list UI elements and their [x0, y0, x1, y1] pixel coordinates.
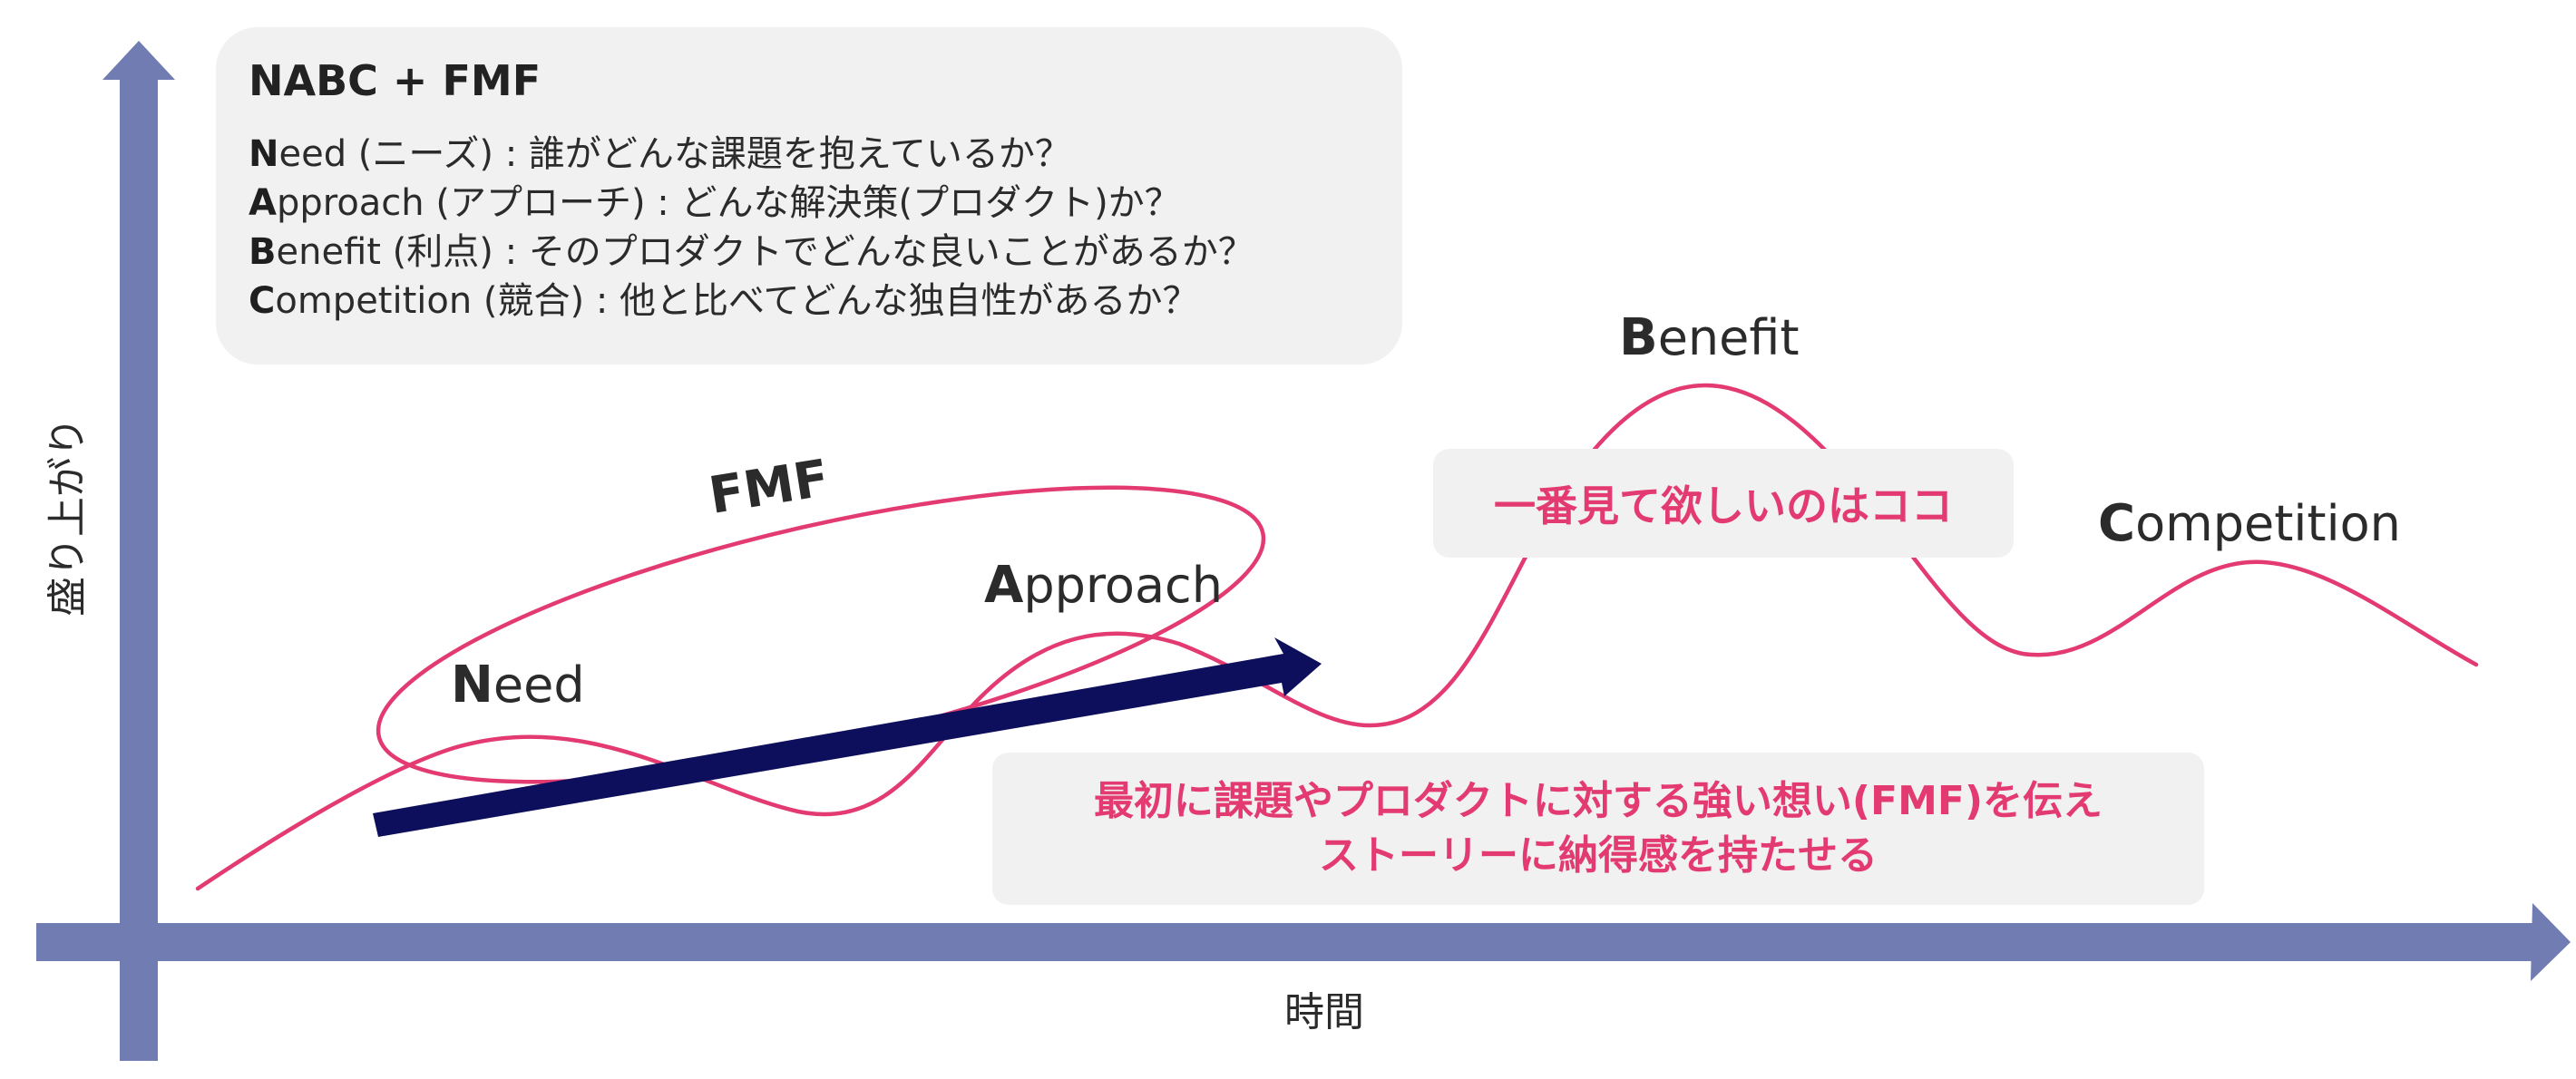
- summary-initial-need: N: [249, 133, 279, 176]
- stage-initial-approach: A: [984, 556, 1024, 615]
- fmf-callout: 最初に課題やプロダクトに対する強い想い(FMF)を伝え ストーリーに納得感を持た…: [992, 753, 2204, 905]
- stage-text-benefit: enefit: [1657, 309, 1800, 366]
- stage-text-competition: ompetition: [2135, 495, 2401, 552]
- y-axis-label: 盛り上がり: [27, 381, 100, 653]
- fmf-callout-line-1: 最初に課題やプロダクトに対する強い想い(FMF)を伝え: [1093, 778, 2103, 824]
- passion-arrow: [373, 637, 1322, 837]
- stage-label-competition: Competition: [2098, 499, 2401, 549]
- fmf-callout-line-2: ストーリーに納得感を持たせる: [1319, 832, 1878, 879]
- stage-label-approach: Approach: [984, 560, 1223, 611]
- summary-text-approach: pproach (アプローチ) : どんな解決策(プロダクト)か？: [276, 182, 1181, 225]
- summary-initial-approach: A: [249, 182, 277, 225]
- summary-line-need: Need (ニーズ) : 誰がどんな課題を抱えているか？: [249, 130, 1370, 179]
- summary-initial-benefit: B: [249, 231, 277, 274]
- stage-text-approach: pproach: [1023, 557, 1223, 614]
- summary-text-need: eed (ニーズ) : 誰がどんな課題を抱えているか？: [278, 133, 1071, 176]
- highlight-callout: 一番見て欲しいのはココ: [1433, 449, 2014, 558]
- summary-line-competition: Competition (競合) : 他と比べてどんな独自性があるか？: [249, 277, 1370, 326]
- x-axis-label: 時間: [1284, 989, 1364, 1035]
- x-axis-line: [36, 923, 2536, 961]
- stage-initial-need: N: [451, 656, 493, 714]
- summary-text-benefit: enefit (利点) : そのプロダクトでどんな良いことがあるか？: [276, 231, 1254, 274]
- stage-initial-competition: C: [2098, 494, 2136, 553]
- summary-title: NABC + FMF: [249, 56, 542, 105]
- y-axis-line: [120, 73, 158, 1061]
- y-axis-label-text: 盛り上がり: [44, 417, 91, 617]
- stage-label-benefit: Benefit: [1619, 313, 1800, 364]
- summary-text-competition: ompetition (競合) : 他と比べてどんな独自性があるか？: [275, 280, 1199, 323]
- summary-initial-competition: C: [249, 280, 276, 323]
- summary-line-benefit: Benefit (利点) : そのプロダクトでどんな良いことがあるか？: [249, 228, 1370, 277]
- stage-text-need: eed: [493, 656, 585, 714]
- summary-line-approach: Approach (アプローチ) : どんな解決策(プロダクト)か？: [249, 179, 1370, 228]
- nabc-fmf-summary-box: NABC + FMF Need (ニーズ) : 誰がどんな課題を抱えているか？ …: [216, 27, 1402, 365]
- x-axis-arrowhead: [2531, 903, 2571, 981]
- stage-initial-benefit: B: [1619, 308, 1658, 367]
- highlight-callout-text: 一番見て欲しいのはココ: [1494, 481, 1953, 530]
- y-axis-arrowhead: [102, 41, 175, 80]
- stage-label-need: Need: [451, 660, 585, 711]
